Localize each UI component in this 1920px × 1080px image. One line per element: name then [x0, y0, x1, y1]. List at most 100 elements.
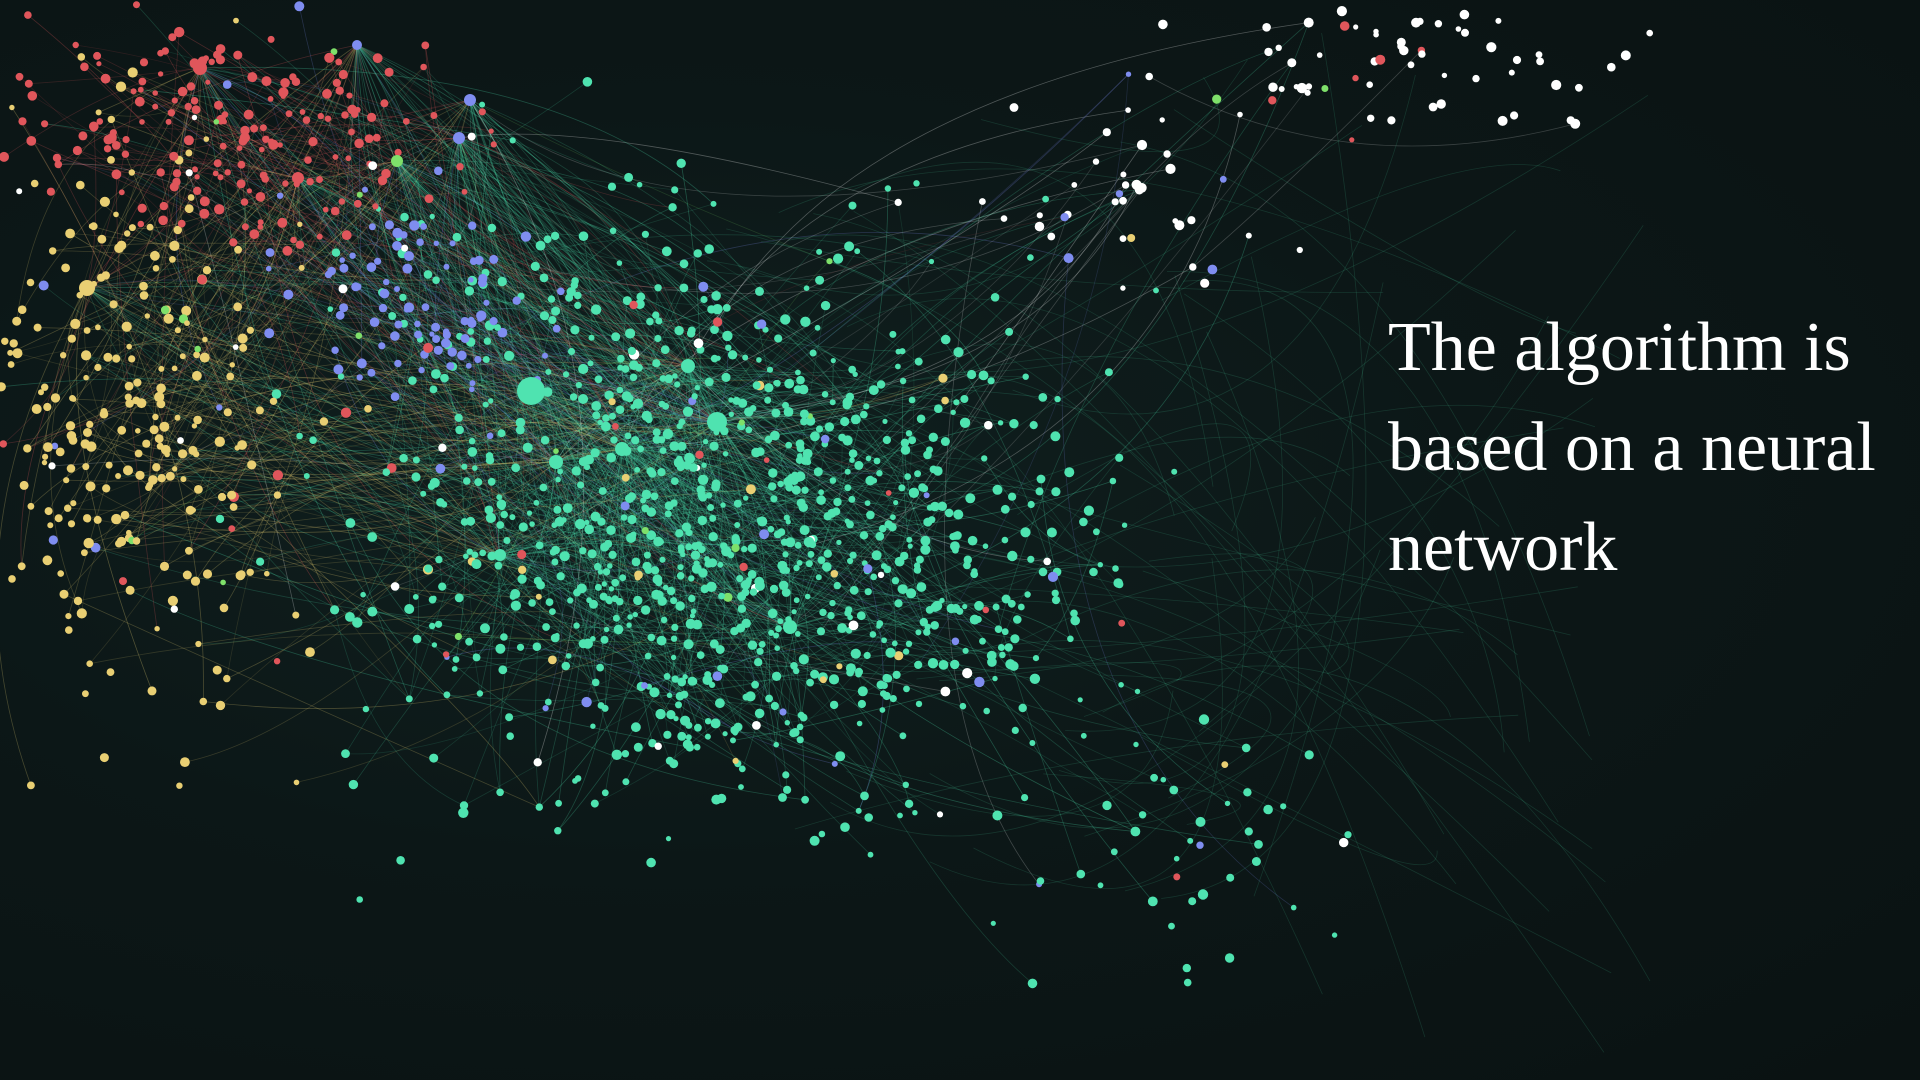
graph-node — [1043, 557, 1051, 566]
graph-node — [689, 613, 696, 619]
graph-node — [341, 230, 352, 241]
graph-node — [597, 517, 606, 526]
graph-node — [584, 524, 594, 535]
graph-node — [227, 490, 237, 500]
graph-edge — [98, 63, 501, 556]
graph-edge — [85, 66, 424, 467]
graph-node — [1163, 150, 1171, 158]
graph-node — [1353, 24, 1359, 30]
graph-edge — [242, 177, 299, 339]
graph-node — [383, 278, 390, 286]
graph-node — [214, 436, 225, 447]
graph-node — [85, 481, 96, 492]
graph-node — [1115, 190, 1124, 198]
graph-edge — [706, 260, 1323, 995]
graph-edge — [902, 235, 1250, 590]
graph-node — [850, 648, 861, 659]
graph-node — [675, 455, 683, 463]
graph-node — [673, 716, 679, 722]
graph-node — [1224, 800, 1231, 807]
graph-edge — [237, 249, 385, 294]
graph-node — [621, 750, 630, 758]
graph-node — [533, 758, 542, 767]
graph-edge — [403, 457, 894, 545]
graph-node — [930, 621, 939, 630]
graph-node — [751, 447, 761, 458]
graph-node — [1034, 221, 1045, 232]
graph-edge — [174, 100, 676, 377]
graph-edge — [57, 164, 501, 556]
graph-edge — [565, 373, 848, 441]
graph-edge — [93, 283, 589, 644]
graph-node — [733, 499, 742, 508]
graph-node — [228, 525, 236, 532]
graph-edge — [199, 67, 448, 696]
graph-node — [497, 276, 507, 287]
graph-edge — [297, 177, 801, 457]
graph-node — [791, 485, 801, 495]
graph-edge — [196, 206, 376, 356]
graph-node — [923, 450, 932, 460]
graph-node — [255, 406, 264, 415]
graph-node — [634, 574, 641, 581]
graph-node — [974, 676, 985, 688]
graph-node — [1510, 111, 1519, 120]
graph-node — [1047, 571, 1059, 583]
graph-edge — [502, 595, 660, 671]
graph-node — [709, 639, 719, 649]
graph-node — [337, 373, 345, 380]
graph-edge — [103, 411, 501, 556]
graph-node — [484, 505, 494, 515]
graph-node — [113, 211, 119, 218]
graph-node — [1047, 232, 1056, 241]
graph-node — [1001, 594, 1011, 604]
graph-node — [695, 450, 704, 459]
graph-node — [449, 240, 456, 247]
graph-node — [12, 348, 23, 359]
graph-edge — [530, 390, 1138, 692]
graph-edge — [532, 523, 965, 607]
graph-node — [378, 342, 386, 350]
graph-node — [895, 363, 901, 370]
graph-edge — [553, 551, 1143, 816]
graph-edge — [555, 461, 713, 519]
graph-node — [597, 419, 603, 426]
graph-edge — [1061, 258, 1294, 908]
graph-edge — [118, 475, 685, 695]
graph-edge — [107, 321, 689, 367]
graph-node — [882, 435, 892, 445]
graph-node — [992, 675, 998, 682]
graph-node — [61, 263, 70, 273]
graph-node — [915, 700, 923, 708]
graph-node — [17, 562, 26, 571]
graph-edge — [716, 184, 1126, 423]
graph-edge — [794, 412, 954, 733]
graph-node — [1024, 591, 1031, 598]
graph-edge — [199, 67, 667, 252]
graph-edge — [535, 184, 1126, 294]
graph-edge — [594, 449, 906, 804]
graph-edge — [531, 481, 1040, 604]
graph-edge — [30, 362, 689, 507]
graph-node — [530, 261, 540, 271]
graph-node — [1251, 857, 1261, 866]
graph-node — [409, 220, 420, 231]
graph-node — [953, 509, 964, 520]
graph-edge — [416, 459, 508, 541]
graph-edge — [199, 67, 481, 694]
graph-node — [1173, 873, 1181, 881]
graph-node — [979, 198, 986, 205]
graph-edge — [160, 172, 335, 611]
graph-edge — [121, 422, 801, 542]
graph-edge — [687, 365, 801, 727]
graph-node — [1219, 175, 1227, 183]
graph-node — [440, 373, 449, 383]
graph-edge — [392, 305, 578, 317]
graph-edge — [301, 137, 460, 269]
graph-node — [875, 531, 885, 541]
graph-edge — [656, 432, 739, 728]
graph-edge — [342, 214, 1040, 293]
graph-node — [856, 720, 863, 727]
graph-node — [471, 559, 482, 570]
graph-edge — [595, 433, 910, 519]
